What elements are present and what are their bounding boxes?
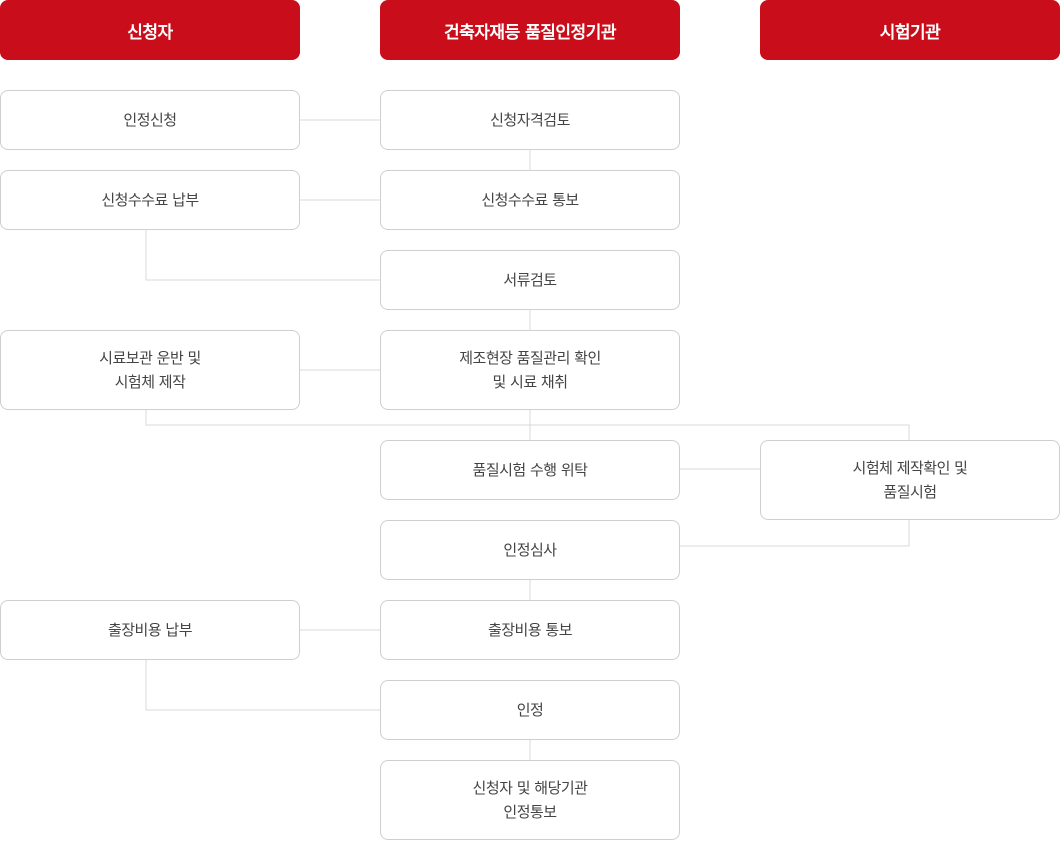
step-sample-storage: 시료보관 운반 및 시험체 제작 [0, 330, 300, 410]
step-fee-notice: 신청수수료 통보 [380, 170, 680, 230]
step-site-check: 제조현장 품질관리 확인 및 시료 채취 [380, 330, 680, 410]
step-certification: 인정 [380, 680, 680, 740]
step-test-commission: 품질시험 수행 위탁 [380, 440, 680, 500]
step-final-notice: 신청자 및 해당기관 인정통보 [380, 760, 680, 840]
connector-specimen-review [680, 520, 910, 547]
step-fee-payment: 신청수수료 납부 [0, 170, 300, 230]
step-label-line2: 및 시료 채취 [492, 373, 568, 391]
step-specimen-test: 시험체 제작확인 및 품질시험 [760, 440, 1060, 520]
step-label-line1: 시료보관 운반 및 [99, 349, 201, 367]
column-header-lab: 시험기관 [760, 0, 1060, 60]
connector-feepay-docreview [145, 230, 380, 281]
step-label: 신청수수료 납부 [101, 191, 199, 209]
step-label-line1: 제조현장 품질관리 확인 [459, 349, 601, 367]
step-eligibility-review: 신청자격검토 [380, 90, 680, 150]
connector-travelpay-certification [145, 660, 380, 711]
step-label: 신청자격검토 [490, 111, 570, 129]
step-label: 출장비용 납부 [107, 621, 193, 639]
step-label: 인정신청 [123, 111, 177, 129]
step-label-line2: 시험체 제작 [114, 373, 186, 391]
connector-sample-lab [145, 410, 910, 440]
step-document-review: 서류검토 [380, 250, 680, 310]
step-label: 신청수수료 통보 [481, 191, 579, 209]
step-label-line1: 시험체 제작확인 및 [852, 459, 968, 477]
step-label: 출장비용 통보 [487, 621, 573, 639]
step-label: 서류검토 [503, 271, 557, 289]
step-apply: 인정신청 [0, 90, 300, 150]
step-label: 인정 [516, 701, 544, 719]
column-header-applicant: 신청자 [0, 0, 300, 60]
column-header-agency: 건축자재등 품질인정기관 [380, 0, 680, 60]
step-label: 인정심사 [503, 541, 557, 559]
step-label-line2: 인정통보 [503, 803, 557, 821]
step-certification-review: 인정심사 [380, 520, 680, 580]
step-travel-payment: 출장비용 납부 [0, 600, 300, 660]
step-travel-notice: 출장비용 통보 [380, 600, 680, 660]
step-label-line1: 신청자 및 해당기관 [472, 779, 588, 797]
step-label-line2: 품질시험 [883, 483, 937, 501]
step-label: 품질시험 수행 위탁 [472, 461, 588, 479]
